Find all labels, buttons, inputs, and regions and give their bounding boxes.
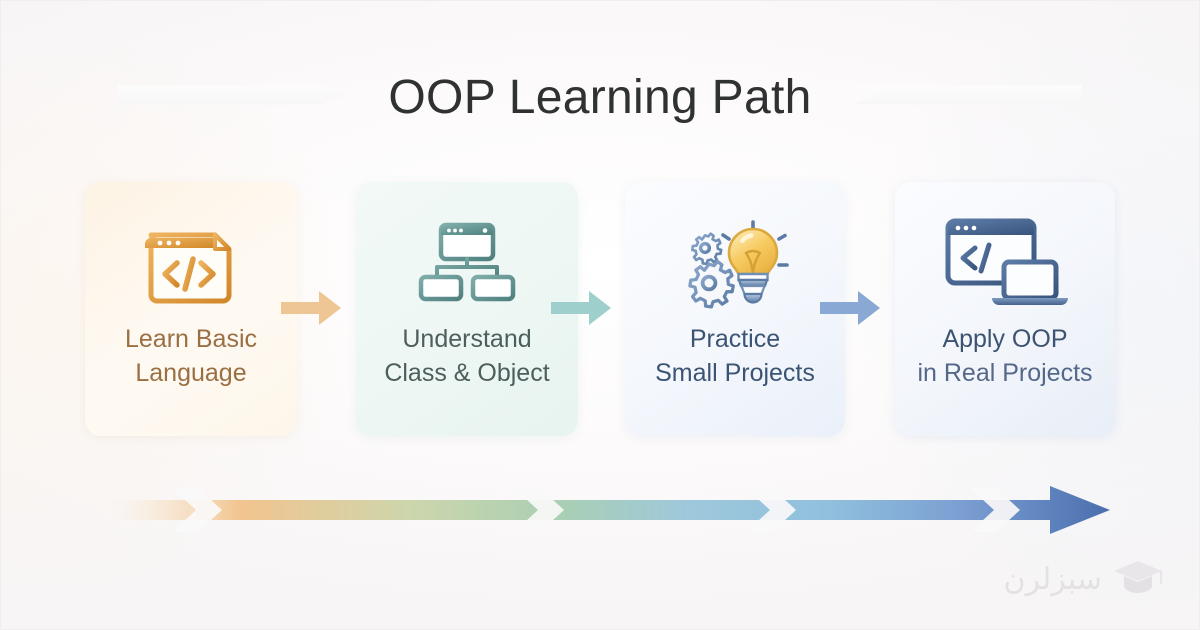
connector-arrow-2-icon [551, 285, 623, 331]
step-label: Apply OOP in Real Projects [909, 324, 1100, 389]
monitor-laptop-code-icon [942, 206, 1068, 324]
step-label-line-1: Learn Basic [124, 325, 258, 353]
step-label-line-1: Apply OOP [942, 325, 1068, 353]
connector-arrow-3-icon [820, 285, 892, 331]
banner-arrow-right-icon [118, 85, 348, 105]
step-label: Learn Basic Language [117, 324, 265, 389]
graduation-cap-icon [1112, 557, 1164, 602]
steps-container: Learn Basic Language [85, 182, 1115, 436]
code-window-icon [143, 206, 239, 324]
title-row: OOP Learning Path [0, 58, 1200, 136]
step-label-line-1: Practice [689, 325, 781, 353]
watermark-text: سبزلرن [1003, 562, 1102, 597]
step-label: Understand Class & Object [376, 324, 557, 389]
step-card-apply-oop-real-projects[interactable]: Apply OOP in Real Projects [895, 182, 1115, 436]
banner-arrow-left-icon [852, 85, 1082, 105]
step-label-line-2: Language [135, 358, 247, 387]
step-label-line-1: Understand [402, 325, 532, 353]
page-title: OOP Learning Path [388, 70, 812, 124]
connector-arrow-1-icon [281, 285, 353, 331]
watermark: سبزلرن [1004, 557, 1164, 602]
step-card-understand-class-object[interactable]: Understand Class & Object [356, 182, 578, 436]
progress-gradient-arrow [110, 482, 1110, 538]
step-label: Practice Small Projects [647, 324, 823, 389]
step-label-line-2: Small Projects [655, 358, 815, 387]
step-label-line-2: Class & Object [384, 358, 550, 387]
step-card-learn-basic-language[interactable]: Learn Basic Language [85, 182, 297, 436]
step-label-line-2: in Real Projects [917, 358, 1093, 387]
lightbulb-gears-icon [675, 206, 795, 324]
class-diagram-icon [415, 206, 519, 324]
step-card-practice-small-projects[interactable]: Practice Small Projects [625, 182, 845, 436]
